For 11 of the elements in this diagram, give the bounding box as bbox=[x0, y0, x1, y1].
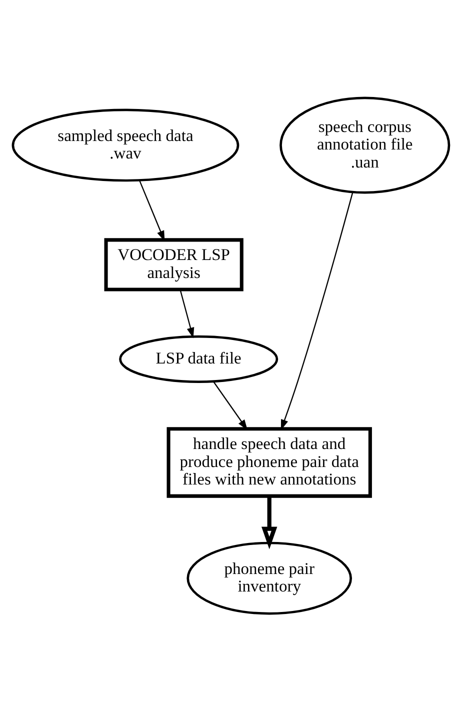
node-ellipse: sampled speech data .wav bbox=[12, 108, 240, 182]
node-ellipse: phoneme pair inventory bbox=[186, 541, 352, 614]
arrow bbox=[261, 496, 278, 549]
node-ellipse: speech corpus annotation file .uan bbox=[280, 96, 450, 194]
node-box: VOCODER LSP analysis bbox=[104, 238, 244, 291]
node-box: handle speech data and produce phoneme pair data files with new annotations bbox=[166, 426, 372, 498]
arrow bbox=[138, 180, 165, 241]
arrow bbox=[180, 288, 194, 338]
node-ellipse: LSP data file bbox=[119, 334, 278, 382]
arrow bbox=[280, 192, 354, 430]
arrow bbox=[213, 380, 248, 430]
